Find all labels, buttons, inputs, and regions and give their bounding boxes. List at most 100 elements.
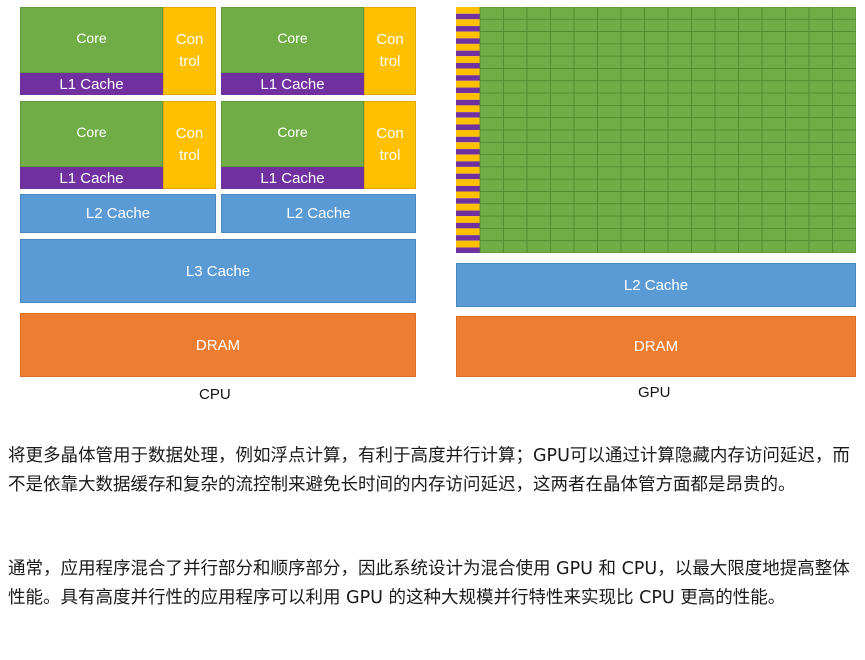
- gpu-core-cell: [597, 141, 622, 156]
- gpu-control-stripe: [456, 240, 480, 248]
- gpu-core-cell: [808, 141, 833, 156]
- gpu-core-cell: [644, 117, 669, 131]
- gpu-control-stripe: [456, 43, 480, 51]
- gpu-core-cell: [573, 43, 598, 57]
- cpu-core-1: Core: [20, 7, 163, 73]
- gpu-core-cell: [691, 215, 716, 229]
- gpu-core-cell: [620, 154, 645, 168]
- gpu-core-cell: [714, 178, 739, 192]
- gpu-core-cell: [526, 166, 551, 180]
- gpu-core-cell: [597, 43, 622, 57]
- gpu-core-cell: [550, 31, 575, 45]
- gpu-core-cell: [597, 166, 622, 180]
- gpu-core-cell: [761, 80, 786, 94]
- gpu-core-cell: [620, 117, 645, 131]
- gpu-core-cell: [526, 215, 551, 229]
- gpu-core-cell: [550, 18, 575, 33]
- gpu-core-cell: [738, 215, 763, 229]
- gpu-core-cell: [550, 166, 575, 180]
- gpu-core-cell: [573, 117, 598, 131]
- gpu-core-cell: [714, 105, 739, 119]
- gpu-core-cell: [573, 178, 598, 192]
- gpu-core-cell: [667, 129, 692, 143]
- gpu-core-cell: [738, 191, 763, 205]
- gpu-core-cell: [785, 55, 810, 69]
- gpu-l1-stripe: [456, 136, 480, 143]
- gpu-core-cell: [479, 215, 504, 229]
- gpu-core-cell: [526, 240, 551, 253]
- gpu-core-cell: [597, 129, 622, 143]
- gpu-core-cell: [738, 80, 763, 94]
- gpu-core-cell: [644, 240, 669, 253]
- gpu-core-cell: [714, 80, 739, 94]
- gpu-core-cell: [573, 68, 598, 82]
- gpu-control-stripe: [456, 105, 480, 113]
- gpu-core-cell: [832, 18, 856, 33]
- gpu-core-cell: [667, 178, 692, 192]
- gpu-core-cell: [550, 105, 575, 119]
- gpu-core-cell: [761, 117, 786, 131]
- gpu-core-cell: [761, 68, 786, 82]
- gpu-core-cell: [620, 227, 645, 242]
- gpu-core-cell: [667, 166, 692, 180]
- gpu-core-cell: [808, 117, 833, 131]
- cpu-l1-cache-4: L1 Cache: [221, 167, 364, 189]
- gpu-core-cell: [573, 141, 598, 156]
- gpu-core-cell: [738, 68, 763, 82]
- gpu-core-cell: [479, 92, 504, 106]
- gpu-core-cell: [597, 18, 622, 33]
- gpu-core-cell: [550, 141, 575, 156]
- gpu-core-cell: [620, 7, 645, 20]
- gpu-core-cell: [667, 240, 692, 253]
- cpu-l1-cache-2: L1 Cache: [221, 73, 364, 95]
- gpu-l1-stripe: [456, 235, 480, 241]
- gpu-core-cell: [479, 80, 504, 94]
- gpu-core-cell: [479, 43, 504, 57]
- gpu-core-cell: [597, 105, 622, 119]
- gpu-core-cell: [526, 203, 551, 217]
- gpu-core-cell: [573, 80, 598, 94]
- gpu-core-cell: [667, 105, 692, 119]
- gpu-core-cell: [479, 55, 504, 69]
- gpu-core-cell: [526, 18, 551, 33]
- gpu-core-cell: [832, 31, 856, 45]
- gpu-core-cell: [479, 31, 504, 45]
- gpu-control-stripe: [456, 31, 480, 39]
- gpu-core-cell: [479, 105, 504, 119]
- gpu-core-cell: [738, 141, 763, 156]
- gpu-core-cell: [526, 68, 551, 82]
- gpu-core-cell: [479, 178, 504, 192]
- gpu-core-cell: [808, 154, 833, 168]
- gpu-core-cell: [832, 203, 856, 217]
- gpu-core-cell: [691, 18, 716, 33]
- gpu-core-cell: [526, 43, 551, 57]
- gpu-l1-stripe: [456, 38, 480, 44]
- gpu-core-cell: [526, 31, 551, 45]
- gpu-core-cell: [526, 178, 551, 192]
- gpu-core-cell: [714, 18, 739, 33]
- gpu-core-cell: [714, 227, 739, 242]
- gpu-l1-stripe: [456, 210, 480, 217]
- gpu-core-cell: [526, 80, 551, 94]
- gpu-core-cell: [761, 240, 786, 253]
- gpu-core-cell: [597, 154, 622, 168]
- gpu-core-cell: [597, 191, 622, 205]
- gpu-core-cell: [550, 55, 575, 69]
- gpu-core-cell: [550, 7, 575, 20]
- gpu-core-cell: [644, 68, 669, 82]
- gpu-core-cell: [738, 92, 763, 106]
- cpu-control-4: Con trol: [364, 101, 416, 189]
- gpu-core-cell: [597, 80, 622, 94]
- gpu-core-cell: [691, 105, 716, 119]
- gpu-core-cell: [832, 80, 856, 94]
- gpu-core-cell: [832, 92, 856, 106]
- gpu-core-cell: [832, 154, 856, 168]
- gpu-core-cell: [714, 43, 739, 57]
- gpu-core-cell: [667, 215, 692, 229]
- gpu-core-cell: [620, 240, 645, 253]
- gpu-core-cell: [832, 55, 856, 69]
- gpu-core-cell: [714, 154, 739, 168]
- cpu-l1-cache-3: L1 Cache: [20, 167, 163, 189]
- gpu-core-cell: [785, 178, 810, 192]
- gpu-control-stripe: [456, 68, 480, 76]
